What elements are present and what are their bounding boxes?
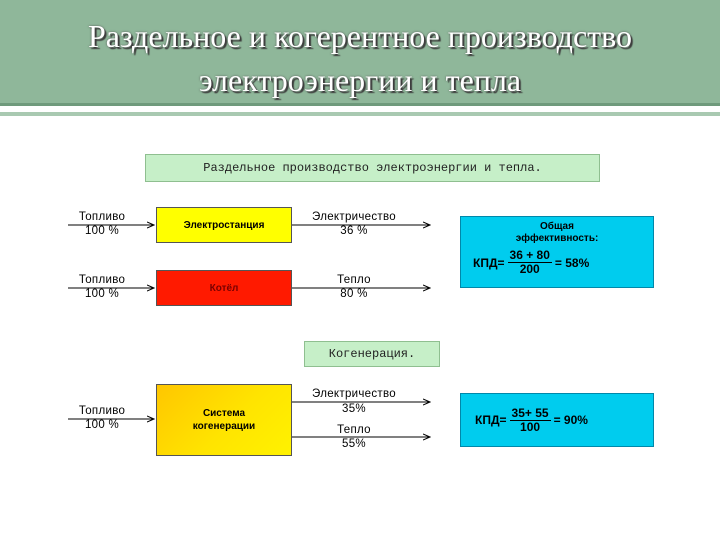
formula-numerator: 36 + 80: [507, 248, 552, 263]
power-plant-box: Электростанция: [156, 207, 292, 243]
slide-title: Раздельное и когерентное производство эл…: [0, 14, 720, 102]
formula-denominator: 100: [520, 419, 541, 434]
formula-lhs: КПД=: [475, 413, 507, 427]
separate-production-label: Раздельное производство электроэнергии и…: [145, 154, 600, 182]
efficiency-heading-2: эффективность:: [515, 233, 599, 244]
cogen-box-line-2: когенерации: [192, 421, 256, 432]
cogen-input-label: Топливо: [78, 405, 126, 417]
separate-efficiency-formula: КПД= 36 + 80 200 = 58%: [473, 249, 653, 276]
cogen-input-value: 100 %: [84, 419, 120, 431]
boiler-output-value: 80 %: [340, 288, 368, 300]
header-divider: [0, 112, 720, 116]
formula-lhs: КПД=: [473, 255, 505, 270]
formula-fraction: 36 + 80 200: [507, 248, 552, 276]
boiler-label: Котёл: [209, 282, 239, 294]
plant-input-value: 100 %: [84, 225, 120, 237]
cogen-elec-value: 35%: [342, 403, 366, 415]
efficiency-heading-1: Общая: [540, 221, 574, 232]
plant-input-label: Топливо: [78, 211, 126, 223]
title-line-2: электроэнергии и тепла: [198, 62, 522, 98]
cogen-efficiency-box: КПД= 35+ 55 100 = 90%: [460, 393, 654, 447]
formula-numerator: 35+ 55: [509, 405, 551, 421]
separate-efficiency-box: Общая эффективность: КПД= 36 + 80 200 = …: [460, 216, 654, 288]
title-line-1: Раздельное и когерентное производство: [87, 18, 633, 54]
boiler-input-label: Топливо: [78, 274, 126, 286]
boiler-input-value: 100 %: [84, 288, 120, 300]
formula-fraction: 35+ 55 100: [509, 405, 551, 434]
boiler-box: Котёл: [156, 270, 292, 306]
formula-denominator: 200: [519, 262, 540, 276]
plant-output-value: 36 %: [340, 225, 368, 237]
cogen-heat-label: Тепло: [337, 424, 371, 436]
header-band: [0, 0, 720, 106]
boiler-output-label: Тепло: [337, 274, 371, 286]
cogeneration-label: Когенерация.: [304, 341, 440, 367]
cogen-box-line-1: Система: [202, 408, 246, 419]
cogen-elec-label: Электричество: [312, 388, 396, 400]
formula-result: = 58%: [554, 255, 590, 270]
cogeneration-system-box: Система когенерации: [156, 384, 292, 456]
cogen-efficiency-formula: КПД= 35+ 55 100 = 90%: [475, 405, 588, 434]
plant-output-label: Электричество: [312, 211, 396, 223]
formula-result: = 90%: [553, 413, 588, 427]
power-plant-label: Электростанция: [183, 219, 265, 231]
cogen-heat-value: 55%: [342, 438, 366, 450]
